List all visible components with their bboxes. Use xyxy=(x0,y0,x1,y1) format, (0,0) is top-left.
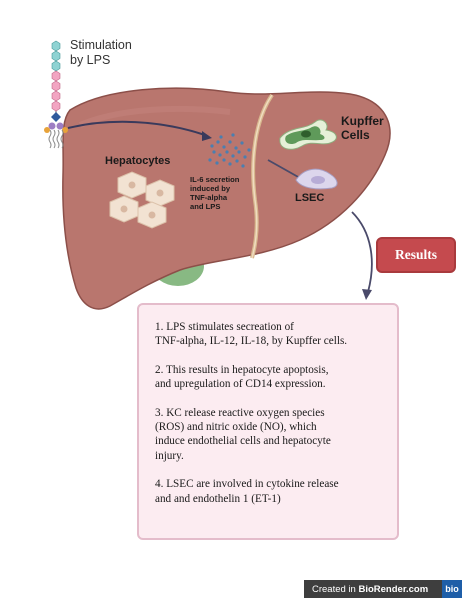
credit-prefix: Created in xyxy=(312,583,359,595)
lps-molecule-icon xyxy=(44,40,68,149)
biorender-credit[interactable]: Created in BioRender.com bio xyxy=(304,580,462,598)
lsec-cell-icon xyxy=(267,159,338,190)
il6-line-3: TNF-alpha xyxy=(190,193,228,202)
results-panel: 1. LPS stimulates secreation of TNF-alph… xyxy=(137,303,399,540)
il6-label: IL-6 secretion induced by TNF-alpha and … xyxy=(190,175,262,211)
stimulation-label: Stimulation by LPS xyxy=(70,38,160,68)
kupffer-cell-icon xyxy=(279,119,337,150)
il6-line-1: IL-6 secretion xyxy=(190,175,240,184)
kupffer-line-1: Kupffer xyxy=(341,114,384,128)
credit-text: Created in BioRender.com xyxy=(304,584,442,595)
il6-particles-icon xyxy=(208,133,251,168)
result-1-line-2: TNF-alpha, IL-12, IL-18, by Kupffer cell… xyxy=(155,335,348,348)
result-4-line-1: 4. LSEC are involved in cytokine release xyxy=(155,478,339,491)
results-button[interactable]: Results xyxy=(376,237,456,273)
result-4-line-2: and and endothelin 1 (ET-1) xyxy=(155,492,281,505)
credit-brand: BioRender.com xyxy=(358,583,429,595)
kupffer-line-2: Cells xyxy=(341,128,370,142)
result-item-1: 1. LPS stimulates secreation of TNF-alph… xyxy=(155,320,387,349)
lps-arrow xyxy=(67,120,206,136)
il6-line-2: induced by xyxy=(190,184,231,193)
result-3-line-3: induce endothelial cells and hepatocyte xyxy=(155,435,331,448)
result-3-line-4: injury. xyxy=(155,449,184,462)
hepatocytes-label: Hepatocytes xyxy=(105,155,171,167)
result-item-2: 2. This results in hepatocyte apoptosis,… xyxy=(155,363,387,392)
result-3-line-2: (ROS) and nitric oxide (NO), which xyxy=(155,421,317,434)
lsec-label: LSEC xyxy=(295,192,325,204)
kupffer-label: Kupffer Cells xyxy=(341,114,401,142)
result-2-line-1: 2. This results in hepatocyte apoptosis, xyxy=(155,363,329,376)
results-arrow xyxy=(351,211,373,293)
result-1-line-1: 1. LPS stimulates secreation of xyxy=(155,321,294,333)
il6-line-4: and LPS xyxy=(190,202,221,211)
stimulation-line-2: by LPS xyxy=(70,53,111,67)
result-item-3: 3. KC release reactive oxygen species (R… xyxy=(155,406,387,464)
result-3-line-1: 3. KC release reactive oxygen species xyxy=(155,406,325,419)
biorender-logo: bio xyxy=(442,580,462,598)
stimulation-line-1: Stimulation xyxy=(70,38,132,52)
result-2-line-2: and upregulation of CD14 expression. xyxy=(155,378,326,391)
result-item-4: 4. LSEC are involved in cytokine release… xyxy=(155,477,387,506)
